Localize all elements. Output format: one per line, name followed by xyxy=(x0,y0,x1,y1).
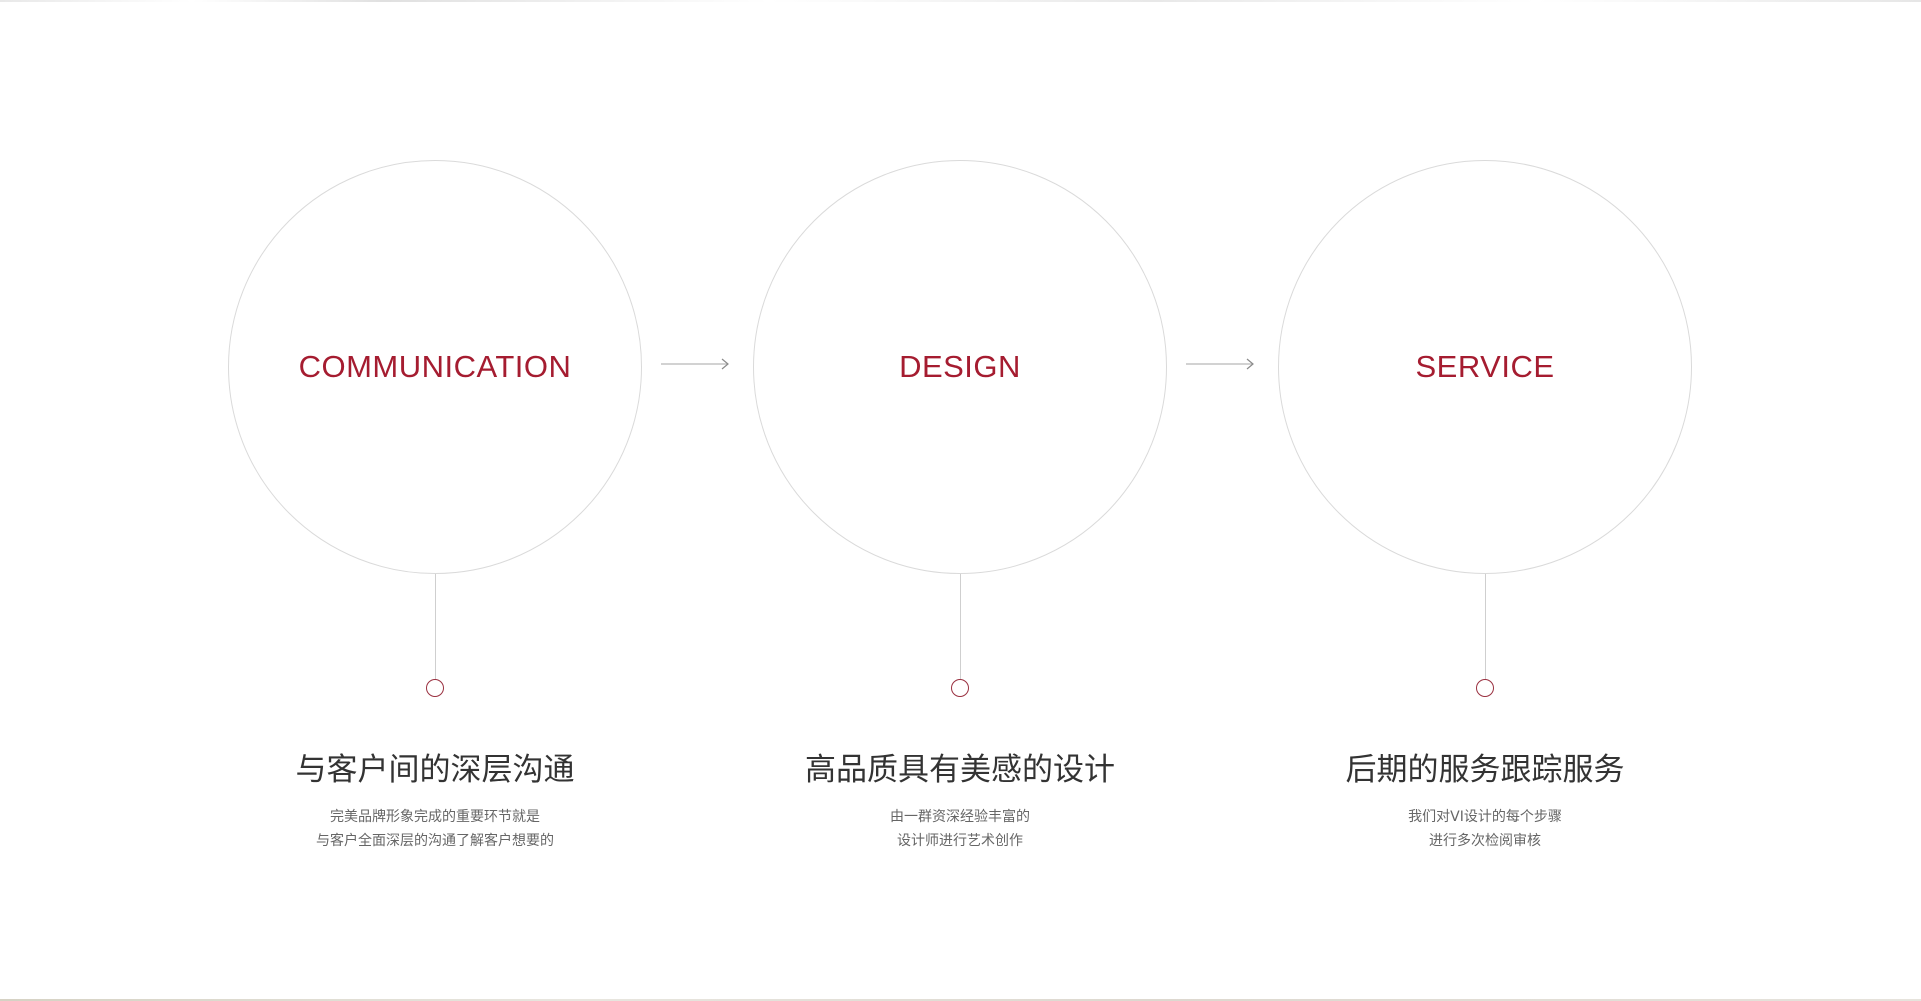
step-circle: COMMUNICATION xyxy=(228,160,642,574)
step-description: 由一群资深经验丰富的 设计师进行艺术创作 xyxy=(752,805,1168,853)
step-title: SERVICE xyxy=(1415,349,1555,384)
circle-node-icon xyxy=(1476,679,1494,697)
step-title: COMMUNICATION xyxy=(298,349,572,384)
process-step-design: DESIGN 高品质具有美感的设计 由一群资深经验丰富的 设计师进行艺术创作 xyxy=(752,160,1168,853)
step-description-line: 进行多次检阅审核 xyxy=(1429,833,1541,849)
step-title: DESIGN xyxy=(899,349,1021,384)
step-heading: 与客户间的深层沟通 xyxy=(295,752,575,788)
step-description: 我们对VI设计的每个步骤 进行多次检阅审核 xyxy=(1277,805,1693,853)
process-step-communication: COMMUNICATION 与客户间的深层沟通 完美品牌形象完成的重要环节就是 … xyxy=(227,160,643,853)
step-circle: DESIGN xyxy=(753,160,1167,574)
step-description-line: 完美品牌形象完成的重要环节就是 xyxy=(330,809,540,825)
step-heading: 后期的服务跟踪服务 xyxy=(1345,752,1625,788)
step-circle: SERVICE xyxy=(1278,160,1692,574)
right-arrow-icon xyxy=(1186,358,1254,370)
right-arrow-icon xyxy=(661,358,729,370)
step-description-line: 我们对VI设计的每个步骤 xyxy=(1408,809,1562,825)
step-description-line: 由一群资深经验丰富的 xyxy=(890,809,1030,825)
circle-node-icon xyxy=(951,679,969,697)
step-heading: 高品质具有美感的设计 xyxy=(805,752,1115,788)
process-step-service: SERVICE 后期的服务跟踪服务 我们对VI设计的每个步骤 进行多次检阅审核 xyxy=(1277,160,1693,853)
circle-node-icon xyxy=(426,679,444,697)
step-description: 完美品牌形象完成的重要环节就是 与客户全面深层的沟通了解客户想要的 xyxy=(227,805,643,853)
vertical-connector-line xyxy=(959,574,961,679)
vertical-connector-line xyxy=(434,574,436,679)
step-description-line: 与客户全面深层的沟通了解客户想要的 xyxy=(316,833,554,849)
step-description-line: 设计师进行艺术创作 xyxy=(897,833,1023,849)
top-edge-divider xyxy=(0,0,1921,2)
vertical-connector-line xyxy=(1484,574,1486,679)
bottom-edge-divider xyxy=(0,999,1921,1001)
